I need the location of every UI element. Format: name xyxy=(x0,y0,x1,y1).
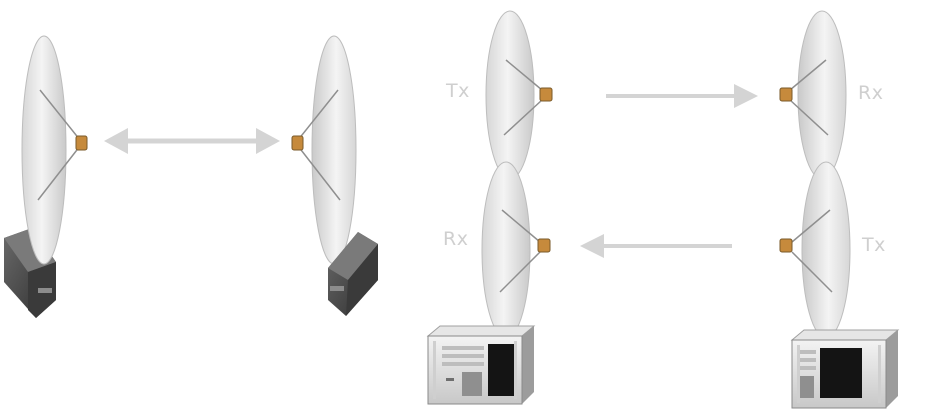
workstation-left xyxy=(426,325,536,405)
arrow-tx-to-rx xyxy=(606,84,758,108)
dish-antenna-rx-bottom xyxy=(481,161,551,339)
dish-antenna-left xyxy=(21,35,88,265)
label-rx-bottom: Rx xyxy=(443,228,469,250)
label-rx-top: Rx xyxy=(858,82,884,104)
workstation-right xyxy=(790,329,900,409)
dish-antenna-right xyxy=(291,35,357,265)
dish-antenna-tx-bottom xyxy=(779,161,851,339)
bidirectional-arrow xyxy=(104,128,280,154)
modem-box-right xyxy=(328,232,378,316)
dish-antenna-rx-top xyxy=(779,10,847,180)
label-tx-bottom: Tx xyxy=(862,234,886,256)
arrow-rx-from-tx xyxy=(580,234,732,258)
label-tx-top: Tx xyxy=(446,80,470,102)
dish-antenna-tx-top xyxy=(485,10,553,180)
